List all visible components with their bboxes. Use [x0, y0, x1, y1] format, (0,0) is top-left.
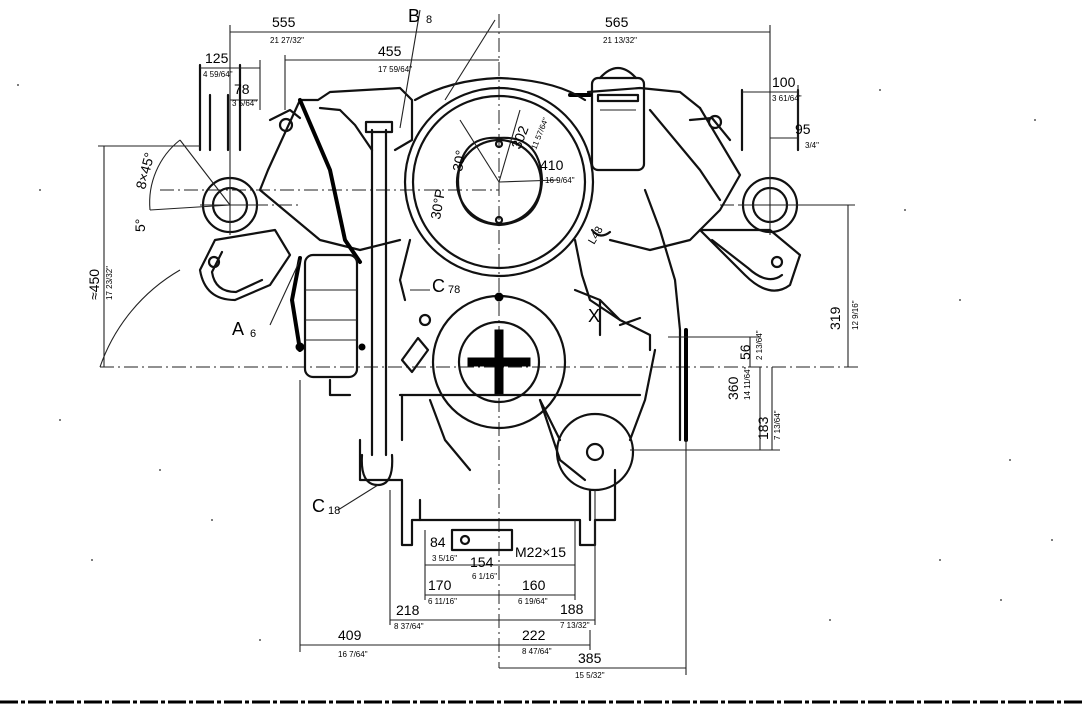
dim-56-inch: 2 13/64" — [755, 330, 764, 360]
dim-170-mm: 170 — [428, 577, 452, 593]
label-a6-main: A — [232, 319, 244, 339]
dim-455-inch: 17 59/64" — [378, 65, 412, 74]
dim-302-mm: 302 — [508, 123, 532, 151]
part-labels: B 8 A 6 C 78 C 18 X L48 — [232, 6, 606, 517]
dim-222-inch: 8 47/64" — [522, 647, 552, 656]
thread-m22: M22×15 — [515, 544, 566, 560]
label-x: X — [588, 306, 600, 326]
label-c78-sub: 78 — [448, 284, 460, 296]
dim-410-mm: 410 — [540, 157, 564, 173]
dim-95-mm: 95 — [795, 121, 811, 137]
dim-154-mm: 154 — [470, 554, 494, 570]
dim-385-mm: 385 — [578, 650, 602, 666]
label-b8-main: B — [408, 6, 420, 26]
dim-160-inch: 6 19/64" — [518, 597, 548, 606]
timing-cover — [403, 76, 595, 278]
dim-302-inch: 11 57/64" — [530, 116, 551, 150]
label-c18-main: C — [312, 496, 325, 516]
dim-100-mm: 100 — [772, 74, 796, 90]
right-cylinder-bank — [586, 86, 742, 252]
left-cylinder-bank — [258, 86, 414, 264]
oil-filter-canister — [568, 66, 646, 172]
dim-410-inch: 16 9/64" — [545, 176, 575, 185]
dim-450-mm: ≈450 — [86, 269, 102, 300]
dim-360-inch: 14 11/64" — [743, 366, 752, 400]
scan-noise — [17, 84, 1053, 641]
dim-385-inch: 15 5/32" — [575, 671, 605, 680]
dim-125-mm: 125 — [205, 50, 229, 66]
dim-188-inch: 7 13/32" — [560, 621, 590, 630]
dim-188-mm: 188 — [560, 601, 584, 617]
dim-160-mm: 160 — [522, 577, 546, 593]
dim-78-inch: 3 5/64" — [232, 99, 257, 108]
right-oil-pipe — [590, 188, 688, 442]
dim-154-inch: 6 1/16" — [472, 572, 497, 581]
dim-84-mm: 84 — [430, 534, 446, 550]
alternator-pulley — [538, 348, 657, 492]
angle-30p: 30°P — [427, 188, 448, 221]
angle-8x45: 8×45° — [132, 151, 157, 191]
dim-170-inch: 6 11/16" — [428, 597, 457, 606]
label-c78-main: C — [432, 276, 445, 296]
misc-details — [400, 313, 642, 552]
left-fuel-filter — [290, 253, 366, 397]
dipstick-tube — [360, 120, 394, 487]
dim-555-inch: 21 27/32" — [270, 36, 304, 45]
dim-555-mm: 555 — [272, 14, 296, 30]
label-l48: L48 — [586, 225, 606, 247]
dim-183-mm: 183 — [755, 416, 771, 440]
dim-56-mm: 56 — [737, 344, 753, 360]
dim-125-inch: 4 59/64" — [203, 70, 233, 79]
dim-183-inch: 7 13/64" — [773, 410, 782, 440]
dim-218-inch: 8 37/64" — [394, 622, 424, 631]
angle-5: 5° — [132, 219, 148, 232]
engine-front-housing — [358, 238, 652, 547]
dim-319-inch: 12 9/16" — [851, 300, 860, 330]
dim-450-inch: 17 23/32" — [105, 266, 114, 300]
dim-319-mm: 319 — [827, 306, 843, 330]
dim-360-mm: 360 — [725, 376, 741, 400]
dim-409-inch: 16 7/64" — [338, 650, 368, 659]
dimension-lines — [98, 9, 855, 675]
dim-455-mm: 455 — [378, 43, 402, 59]
dim-100-inch: 3 61/64" — [772, 94, 802, 103]
label-a6-sub: 6 — [250, 328, 256, 340]
dim-565-inch: 21 13/32" — [603, 36, 637, 45]
dim-409-mm: 409 — [338, 627, 362, 643]
dim-218-mm: 218 — [396, 602, 420, 618]
dim-78-mm: 78 — [234, 81, 250, 97]
label-c18-sub: 18 — [328, 505, 340, 517]
dimension-texts: 555 21 27/32" 565 21 13/32" 455 17 59/64… — [86, 14, 860, 680]
label-b8-sub: 8 — [426, 14, 432, 26]
dim-222-mm: 222 — [522, 627, 546, 643]
dim-95-inch: 3/4" — [805, 141, 819, 150]
dim-84-inch: 3 5/16" — [432, 554, 457, 563]
angle-30: 30° — [449, 149, 468, 173]
dim-565-mm: 565 — [605, 14, 629, 30]
